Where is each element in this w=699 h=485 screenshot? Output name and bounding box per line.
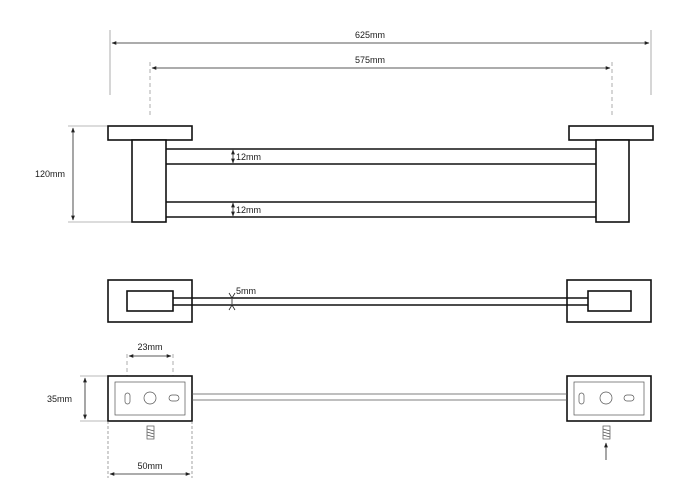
plate-height-label: 35mm bbox=[47, 394, 72, 404]
left-wall-plate bbox=[107, 125, 193, 141]
plate-width-label: 50mm bbox=[137, 461, 162, 471]
right-oval-hole bbox=[623, 394, 635, 402]
top-view: 5mm bbox=[107, 279, 652, 323]
back-left-plate-inner bbox=[114, 381, 186, 416]
right-bracket bbox=[595, 139, 630, 223]
back-left-plate bbox=[107, 375, 193, 422]
bar-thickness-label: 5mm bbox=[236, 286, 256, 296]
bar-thickness-arrow-top bbox=[228, 292, 236, 299]
height-label: 120mm bbox=[35, 169, 65, 179]
hole-spacing-label: 23mm bbox=[137, 342, 162, 352]
lower-bar-label: 12mm bbox=[236, 205, 261, 215]
upper-bar-label: 12mm bbox=[236, 152, 261, 162]
left-screw-icon bbox=[146, 425, 155, 440]
left-slot-hole bbox=[124, 392, 131, 405]
left-center-hole bbox=[143, 391, 157, 405]
left-bracket bbox=[131, 139, 167, 223]
mounting-view: 23mm 35mm bbox=[47, 342, 652, 478]
right-slot-hole bbox=[578, 392, 585, 405]
right-screw-icon bbox=[602, 425, 611, 440]
overall-width-label: 625mm bbox=[355, 30, 385, 40]
right-center-hole bbox=[599, 391, 613, 405]
right-wall-plate bbox=[568, 125, 654, 141]
mount-spacing-label: 575mm bbox=[355, 55, 385, 65]
back-right-plate bbox=[566, 375, 652, 422]
front-view: 625mm 575mm 120mm 12mm 12mm bbox=[35, 30, 654, 223]
top-left-bracket bbox=[126, 290, 174, 312]
left-oval-hole bbox=[168, 394, 180, 402]
top-right-bracket bbox=[587, 290, 632, 312]
back-right-plate-inner bbox=[573, 381, 645, 416]
bar-thickness-arrow-bottom bbox=[228, 304, 236, 311]
